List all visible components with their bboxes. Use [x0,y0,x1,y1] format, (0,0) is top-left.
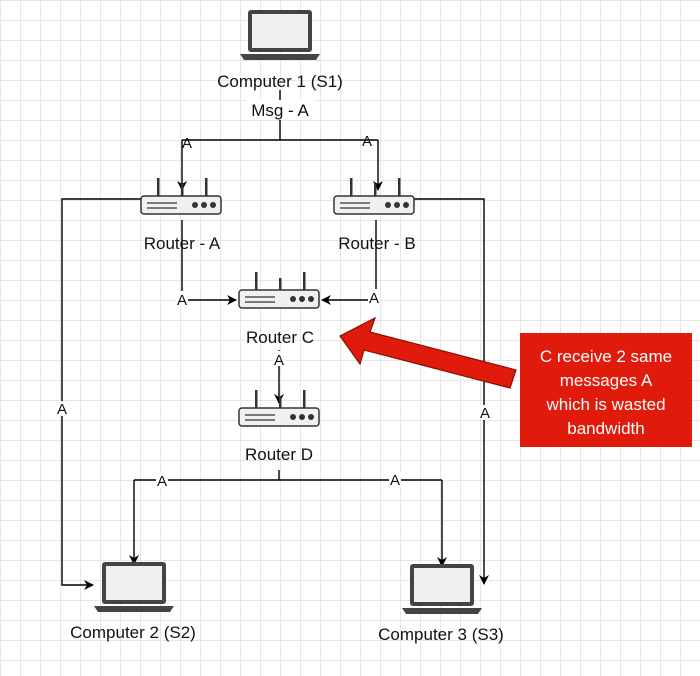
edge-label-router-b-c: A [369,290,379,307]
edge-label-s1-router-b: A [362,133,372,150]
edge-router-a-to-s2 [61,198,141,590]
callout-box: C receive 2 same messages A which is was… [520,333,692,447]
router-icon [140,177,222,215]
laptop-icon [94,562,174,612]
edge-label-msg: Msg - A [251,101,309,120]
computer-1-label: Computer 1 (S1) [217,72,343,91]
router-icon [238,271,320,309]
edge-router-a-to-c [181,220,237,305]
edge-router-b-to-c [321,220,377,305]
edge-label-router-b-s3: A [480,405,490,422]
callout-line-3: which is wasted [545,395,665,414]
computer-3-label: Computer 3 (S3) [378,625,504,644]
callout-line-1: C receive 2 same [540,347,672,366]
edge-label-router-a-s2: A [57,401,67,418]
edge-router-b-to-s3 [414,198,489,585]
laptop-icon [402,564,482,614]
router-a[interactable]: Router - A [140,177,222,253]
router-b-label: Router - B [338,234,415,253]
router-d-label: Router D [245,445,313,464]
router-c-label: Router C [246,328,314,347]
router-c[interactable]: Router C [238,271,320,347]
edge-label-s1-router-a: A [182,135,192,152]
router-b[interactable]: Router - B [333,177,416,253]
computer-2[interactable]: Computer 2 (S2) [70,562,196,642]
edge-label-router-d-s2: A [157,473,167,490]
computer-2-label: Computer 2 (S2) [70,623,196,642]
edge-label-router-d-s3: A [390,472,400,489]
callout-arrow [339,316,517,389]
computer-3[interactable]: Computer 3 (S3) [378,564,504,644]
edge-label-router-a-c: A [177,292,187,309]
router-d[interactable]: Router D [238,389,320,464]
callout-line-2: messages A [560,371,653,390]
callout-line-4: bandwidth [567,419,645,438]
edge-label-router-c-d: A [274,352,284,369]
router-icon [333,177,415,215]
computer-1[interactable]: Computer 1 (S1) [217,10,343,91]
router-a-label: Router - A [144,234,221,253]
laptop-icon [240,10,320,60]
